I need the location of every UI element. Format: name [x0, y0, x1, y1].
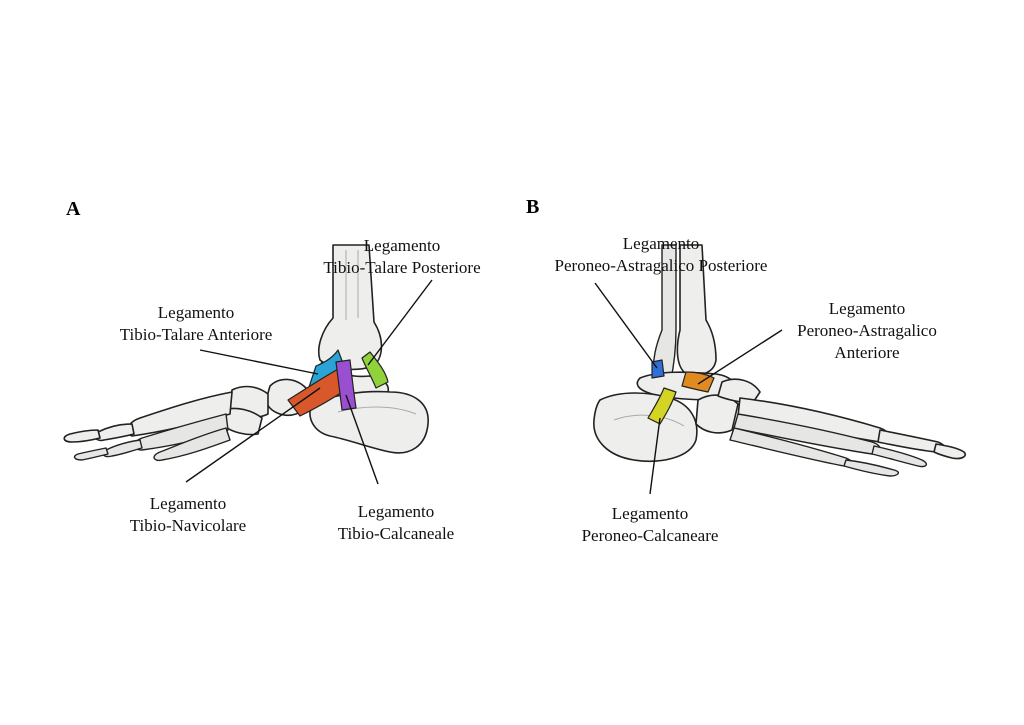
label-posterior-talofibular: Legamento Peroneo-Astragalico Posteriore [554, 234, 768, 275]
foot-b-lateral [593, 244, 967, 495]
label-calcaneofibular: Legamento Peroneo-Calcaneare [581, 504, 719, 545]
label-anterior-tibiotalar: Legamento Tibio-Talare Anteriore [119, 303, 273, 344]
ligament-tibiocalcaneal [335, 359, 357, 411]
label-tibiocalcaneal: Legamento Tibio-Calcaneale [337, 502, 455, 543]
label-tibionavicular: Legamento Tibio-Navicolare [129, 494, 247, 535]
calcaneus-a [309, 390, 429, 454]
ligament-calcaneofibular [647, 387, 677, 425]
ligament-anterior-talofibular [681, 371, 715, 393]
foot-a-medial [63, 244, 433, 485]
panel-a-letter: A [66, 198, 81, 220]
label-posterior-tibiotalar: Legamento Tibio-Talare Posteriore [323, 236, 481, 277]
tibia-b [676, 244, 717, 376]
calcaneus-b [593, 392, 698, 462]
ligament-tibionavicular [287, 367, 349, 417]
label-anterior-talofibular: Legamento Peroneo-Astragalico Anteriore [797, 299, 937, 362]
panel-b-letter: B [526, 196, 540, 218]
ligament-posterior-tibiotalar [361, 351, 389, 389]
